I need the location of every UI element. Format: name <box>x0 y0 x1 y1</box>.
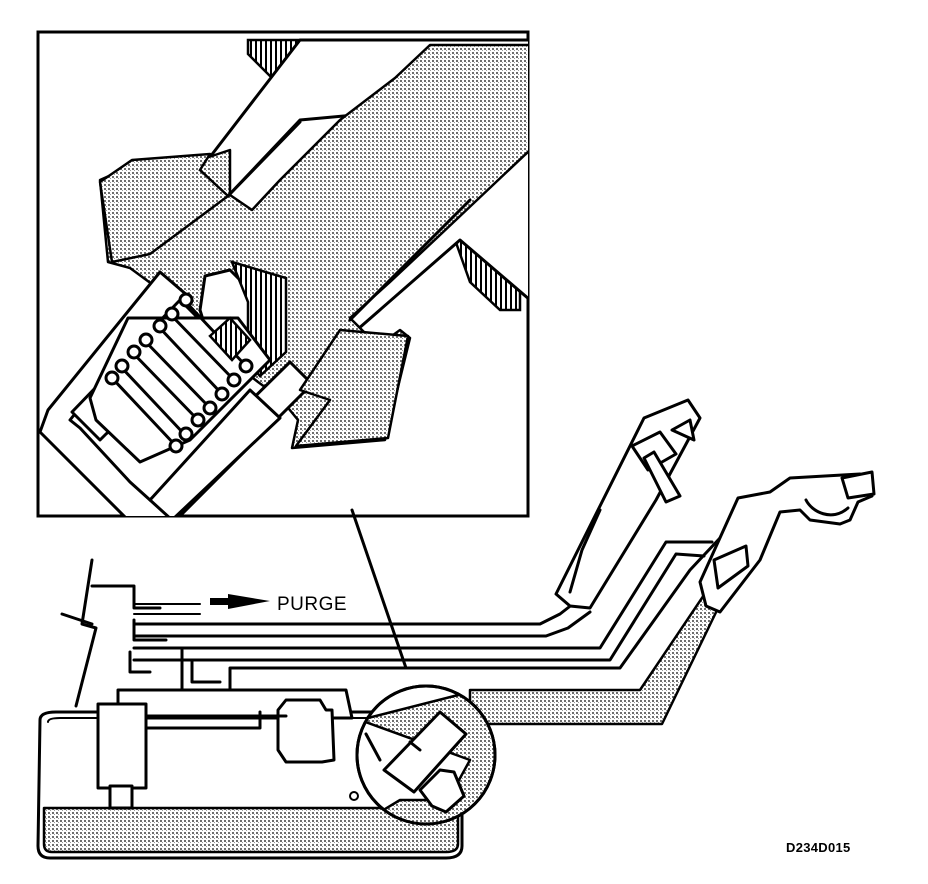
detail-leader-line <box>350 508 408 670</box>
canister-break-section <box>60 558 168 708</box>
left-flow-arrowhead <box>98 152 230 264</box>
upper-vent-nozzle <box>554 398 702 610</box>
purge-label: PURGE <box>277 594 347 615</box>
valve-spring <box>104 292 254 454</box>
check-valve-body <box>38 260 314 516</box>
vapor-lines <box>132 536 722 692</box>
magnified-valve-inset <box>36 30 530 518</box>
figure-code: D234D015 <box>786 840 851 855</box>
right-arrow-icon <box>228 594 270 609</box>
down-flow-arrowhead <box>294 328 410 448</box>
fuel-filler-neck <box>698 470 876 614</box>
detail-circle <box>355 684 497 826</box>
purge-indicator: PURGE <box>210 594 347 615</box>
